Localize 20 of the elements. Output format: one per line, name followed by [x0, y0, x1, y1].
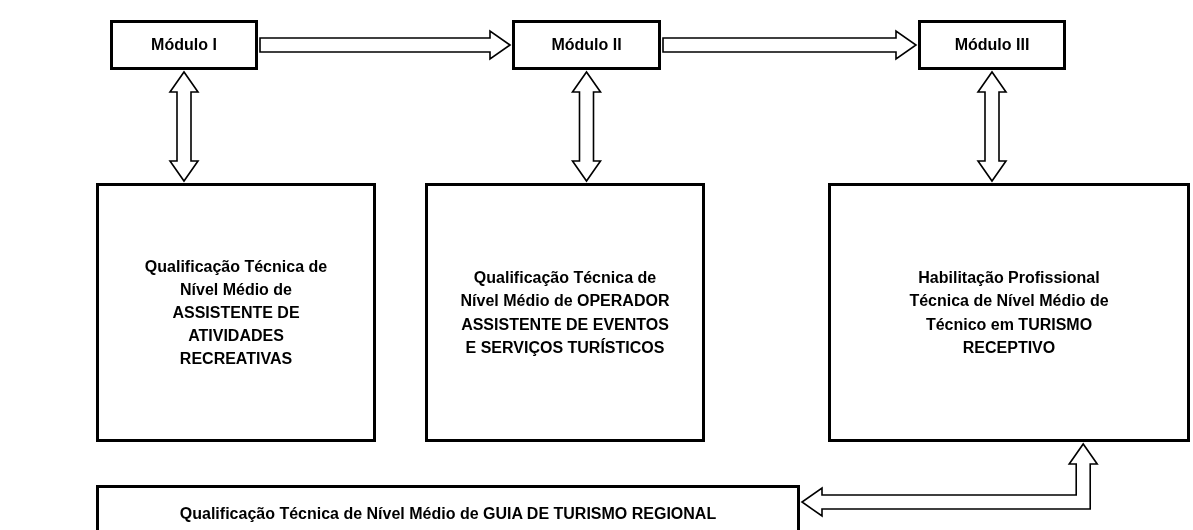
qualification-box	[828, 183, 1190, 442]
block-arrow	[976, 70, 1008, 183]
qualification-box	[425, 183, 705, 442]
node-label: Qualificação Técnica de Nível Médio de ASSISTENTE DE ATIVIDADES RECREATIVAS	[143, 256, 329, 370]
block-arrow	[259, 29, 512, 61]
node-label: Qualificação Técnica de Nível Médio de GUIA DE TURISMO REGIONAL	[179, 504, 717, 524]
module-box	[918, 20, 1066, 70]
node-label: Módulo III	[954, 35, 1030, 56]
node-label: Habilitação Profissional Técnica de Nível Médio de Técnico em TURISMO RECEPTIVO	[908, 268, 1110, 358]
block-arrow	[800, 442, 1099, 518]
block-arrow	[570, 70, 603, 183]
block-arrow	[662, 29, 918, 61]
qualification-box	[96, 485, 800, 530]
module-box	[512, 20, 661, 70]
node-label: Módulo I	[151, 35, 217, 56]
module-box	[110, 20, 258, 70]
qualification-box	[96, 183, 376, 442]
node-label: Qualificação Técnica de Nível Médio de OPERADOR ASSISTENTE DE EVENTOS E SERVIÇOS TURÍSTICOS	[460, 268, 670, 358]
block-arrow	[168, 70, 200, 183]
node-label: Módulo II	[551, 35, 622, 56]
